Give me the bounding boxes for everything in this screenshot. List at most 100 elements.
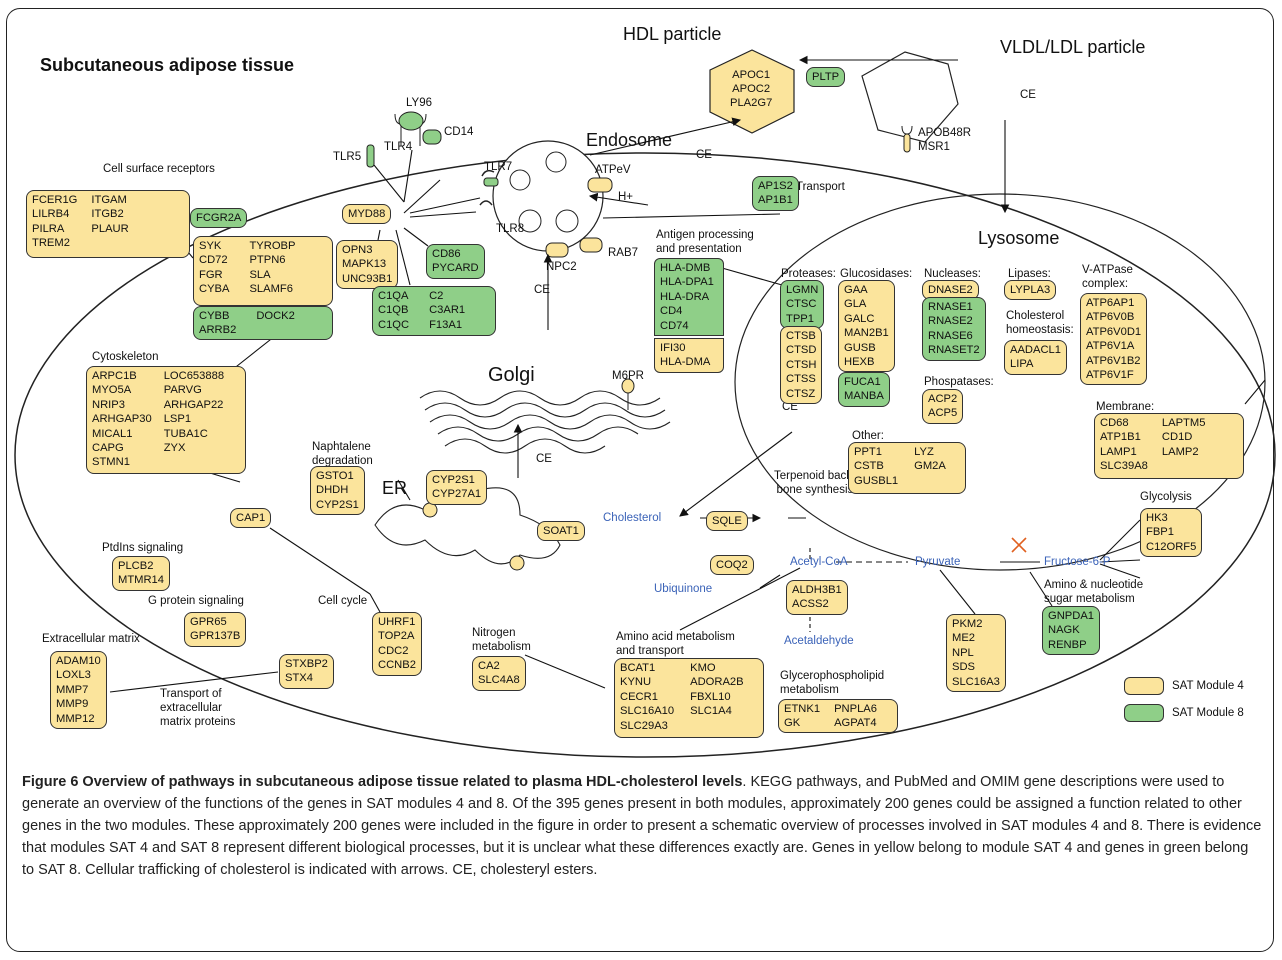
gene: FUCA1 xyxy=(844,376,881,388)
gene-box-coq2: COQ2 xyxy=(710,555,754,576)
hdl-gene: PLA2G7 xyxy=(730,97,773,109)
chol-homeo-label: Cholesterol homeostasis: xyxy=(1006,310,1074,336)
golgi-label: Golgi xyxy=(488,364,535,386)
gene: TPP1 xyxy=(786,312,814,325)
cell-surface-label: Cell surface receptors xyxy=(103,163,215,175)
npc2-label: NPC2 xyxy=(546,261,577,273)
gene: CD86 xyxy=(432,248,461,260)
gene: HLA-DMB xyxy=(660,262,711,274)
gene: MAPK13 xyxy=(342,258,387,271)
gene: KYNU xyxy=(620,676,652,689)
membrane-label: Membrane: xyxy=(1096,401,1155,413)
myd88-tlr5-link xyxy=(373,164,405,203)
gene: ATP6V1F xyxy=(1086,369,1134,382)
m6pr-head xyxy=(621,378,635,394)
gene: LOC653888 xyxy=(163,370,225,382)
myd88-opn3-link xyxy=(377,229,381,241)
gene: HK3 xyxy=(1146,512,1168,524)
gene: TUBA1C xyxy=(163,427,208,440)
gene: RENBP xyxy=(1048,638,1087,651)
glycolysis-label: Glycolysis xyxy=(1140,491,1192,503)
gene: ATP6V1B2 xyxy=(1086,354,1141,367)
glycero-label: Glycerophospholipid metabolism xyxy=(780,670,885,696)
endosome-vesicle xyxy=(555,209,579,233)
hdl-gene: APOC2 xyxy=(732,83,771,95)
gene: SLC39A8 xyxy=(1100,460,1148,473)
gene: F13A1 xyxy=(429,318,463,331)
gene: RNASET2 xyxy=(928,344,980,357)
ecm-transport-label: Transport of extracellular matrix protei… xyxy=(160,688,236,728)
gene: ADORA2B xyxy=(690,676,744,689)
tlr5-label: TLR5 xyxy=(333,151,362,163)
gene: COQ2 xyxy=(716,559,748,571)
er-vesicle xyxy=(509,555,525,571)
gene: SYK xyxy=(199,240,222,252)
myd88-cd86-link xyxy=(403,227,429,247)
gene-box-sqle: SQLE xyxy=(706,511,748,532)
gene: PLAUR xyxy=(91,222,129,235)
gene: C1QA xyxy=(378,290,409,302)
gene: CAPG xyxy=(92,442,124,455)
gene: C2 xyxy=(429,290,444,302)
gene: DHDH xyxy=(316,484,349,497)
gene: ATP1B1 xyxy=(1100,431,1141,444)
gene: PPT1 xyxy=(854,446,882,458)
gene: LAPTM5 xyxy=(1161,417,1206,429)
gene: CD4 xyxy=(660,305,683,318)
gene: PILRA xyxy=(32,222,65,235)
gene: HEXB xyxy=(844,356,875,369)
gene: ATP6V0B xyxy=(1086,311,1135,324)
atpev-shape xyxy=(587,177,613,193)
gene: CD68 xyxy=(1100,417,1129,429)
aminonuc-label: Amino & nucleotide sugar metabolism xyxy=(1044,579,1144,605)
gene: C12ORF5 xyxy=(1146,540,1197,553)
gene: SOAT1 xyxy=(543,525,579,537)
acetaldehyde-label: Acetaldehyde xyxy=(784,635,854,647)
gene: CTSB xyxy=(786,330,816,342)
gene: SQLE xyxy=(712,515,742,527)
transport-label: Transport xyxy=(796,181,845,193)
ecm-label: Extracellular matrix xyxy=(42,633,140,645)
hdl-label: HDL particle xyxy=(623,24,722,44)
aminoacid-label: Amino acid metabolism and transport xyxy=(616,631,735,657)
acetylcoa-label: Acetyl-CoA xyxy=(790,556,848,568)
apob48r-label: APOB48R xyxy=(918,127,972,139)
gene: CYP2S1 xyxy=(432,474,475,486)
gene: FGR xyxy=(199,268,223,281)
gene: LAMP2 xyxy=(1161,445,1199,458)
membrane-link xyxy=(1244,379,1266,405)
tlr7-receptor xyxy=(481,169,495,177)
gene: LIPA xyxy=(1010,358,1034,371)
cellcycle-label: Cell cycle xyxy=(318,595,368,607)
glycolysis-link xyxy=(1099,519,1141,561)
er-vesicle xyxy=(422,502,438,518)
dock2-cyto-link xyxy=(231,335,276,371)
gene: UHRF1 xyxy=(378,616,416,628)
gene: PLTP xyxy=(812,71,840,83)
gprotein-label: G protein signaling xyxy=(148,595,244,607)
gene: UNC93B1 xyxy=(342,272,393,285)
gene: PTPN6 xyxy=(249,254,286,267)
vldl-label: VLDL/LDL particle xyxy=(1000,37,1146,57)
gene: AGPAT4 xyxy=(834,717,877,730)
gene: TREM2 xyxy=(32,237,70,250)
myd88-c1q-link xyxy=(395,229,411,286)
gene: ATP6AP1 xyxy=(1086,297,1135,309)
gene: CTSD xyxy=(786,344,817,357)
gene: CD72 xyxy=(199,254,228,267)
hplus-label: H+ xyxy=(618,191,634,203)
msr1-label: MSR1 xyxy=(918,141,950,153)
